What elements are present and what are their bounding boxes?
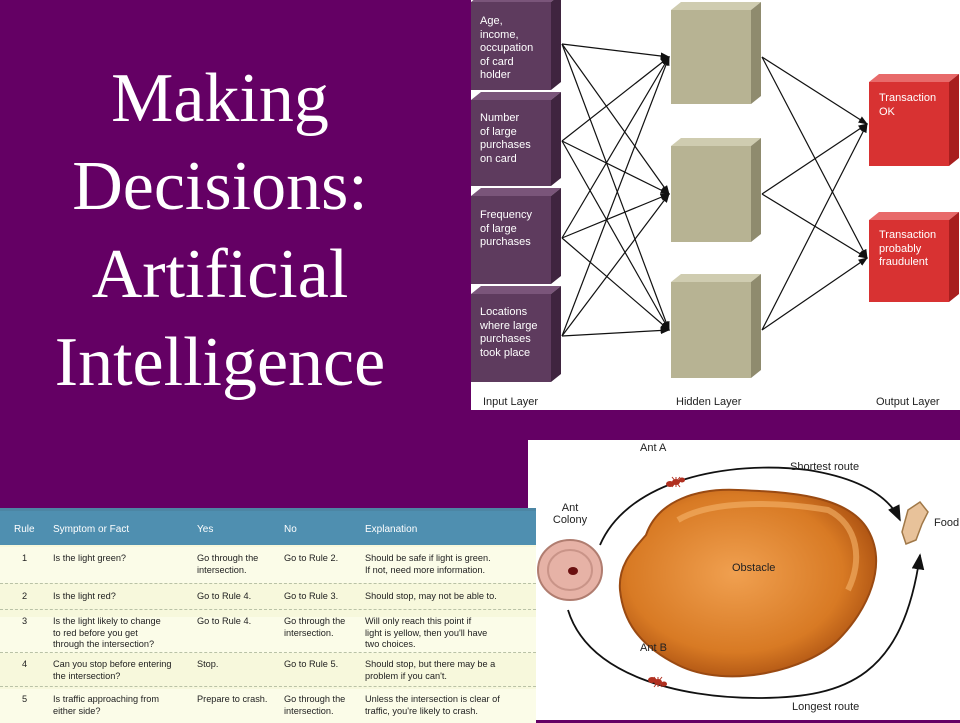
output-node <box>869 212 959 302</box>
input-hidden-connection <box>561 43 670 195</box>
input-hidden-connection <box>561 43 670 332</box>
table-cell-rule: 4 <box>22 659 28 669</box>
table-cell-rule: 3 <box>22 616 28 626</box>
title-line: Decisions: <box>72 148 368 225</box>
input-hidden-connection <box>561 193 670 337</box>
table-cell-rule: 5 <box>22 694 28 704</box>
input-hidden-connection <box>561 140 671 195</box>
table-cell-explanation: Should stop, may not be able to. <box>365 591 497 601</box>
table-cell-rule: 2 <box>22 591 28 601</box>
input-hidden-connection <box>561 326 671 337</box>
title-line: Artificial <box>91 236 349 313</box>
input-layer-label: Input Layer <box>483 396 539 408</box>
hidden-output-connection <box>761 56 868 260</box>
input-node <box>471 188 561 284</box>
ant-colony-icon <box>537 539 603 601</box>
table-cell-no: Go to Rule 3. <box>284 591 339 601</box>
input-hidden-connection <box>561 55 670 337</box>
food-icon <box>901 500 929 545</box>
shortest-route-label: Shortest route <box>790 461 860 473</box>
obstacle-shape <box>618 488 877 678</box>
table-cell-fact: Is the light green? <box>53 553 127 563</box>
hidden-output-connection <box>761 123 868 195</box>
input-node <box>471 0 561 90</box>
ant-graphics <box>537 466 929 699</box>
shortest-route-path <box>599 466 901 546</box>
food-label: Food <box>934 517 960 529</box>
longest-route-label: Longest route <box>792 701 860 713</box>
output-layer-label: Output Layer <box>876 396 940 408</box>
hidden-node <box>671 138 761 242</box>
title-line: Intelligence <box>54 324 386 401</box>
table-cell-no: Go to Rule 2. <box>284 553 339 563</box>
hidden-node <box>671 274 761 378</box>
title-line: Making <box>111 60 329 137</box>
table-cell-explanation: Should be safe if light is green.If not,… <box>365 553 491 575</box>
input-hidden-connection <box>561 55 670 239</box>
table-cell-yes: Go to Rule 4. <box>197 616 252 626</box>
output-node <box>869 74 959 166</box>
ant-b-label: Ant B <box>640 642 667 654</box>
table-cell-yes: Go to Rule 4. <box>197 591 252 601</box>
hidden-layer-label: Hidden Layer <box>676 396 742 408</box>
rules-table: Rule Symptom or Fact Yes No Explanation … <box>0 508 536 723</box>
input-hidden-connection <box>561 140 670 332</box>
header-no: No <box>284 524 297 535</box>
header-rule: Rule <box>14 524 35 535</box>
header-fact: Symptom or Fact <box>53 524 130 535</box>
header-yes: Yes <box>197 524 214 535</box>
table-cell-fact: Is the light red? <box>53 591 116 601</box>
table-cell-yes: Prepare to crash. <box>197 694 268 704</box>
ant-a-label: Ant A <box>640 442 667 454</box>
hidden-node <box>671 2 761 104</box>
obstacle-label: Obstacle <box>732 562 776 574</box>
ant-a-icon <box>666 476 685 488</box>
input-hidden-connection <box>561 43 671 60</box>
network-graphics <box>471 0 959 382</box>
header-explanation: Explanation <box>365 524 418 535</box>
table-cell-rule: 1 <box>22 553 28 563</box>
network-connections <box>561 43 869 337</box>
input-hidden-connection <box>561 56 670 142</box>
ant-b-icon <box>648 676 667 688</box>
longest-route-path <box>567 553 925 699</box>
hidden-output-connection <box>761 56 869 125</box>
input-node <box>471 286 561 382</box>
slide-title: Making Decisions: Artificial Intelligenc… <box>20 55 420 407</box>
hidden-output-connection <box>761 257 868 331</box>
table-header <box>0 511 536 545</box>
hidden-output-connection <box>761 122 868 331</box>
input-hidden-connection <box>561 237 670 331</box>
input-hidden-connection <box>561 193 671 239</box>
input-node <box>471 92 561 186</box>
table-cell-no: Go to Rule 5. <box>284 659 339 669</box>
table-cell-yes: Stop. <box>197 659 219 669</box>
